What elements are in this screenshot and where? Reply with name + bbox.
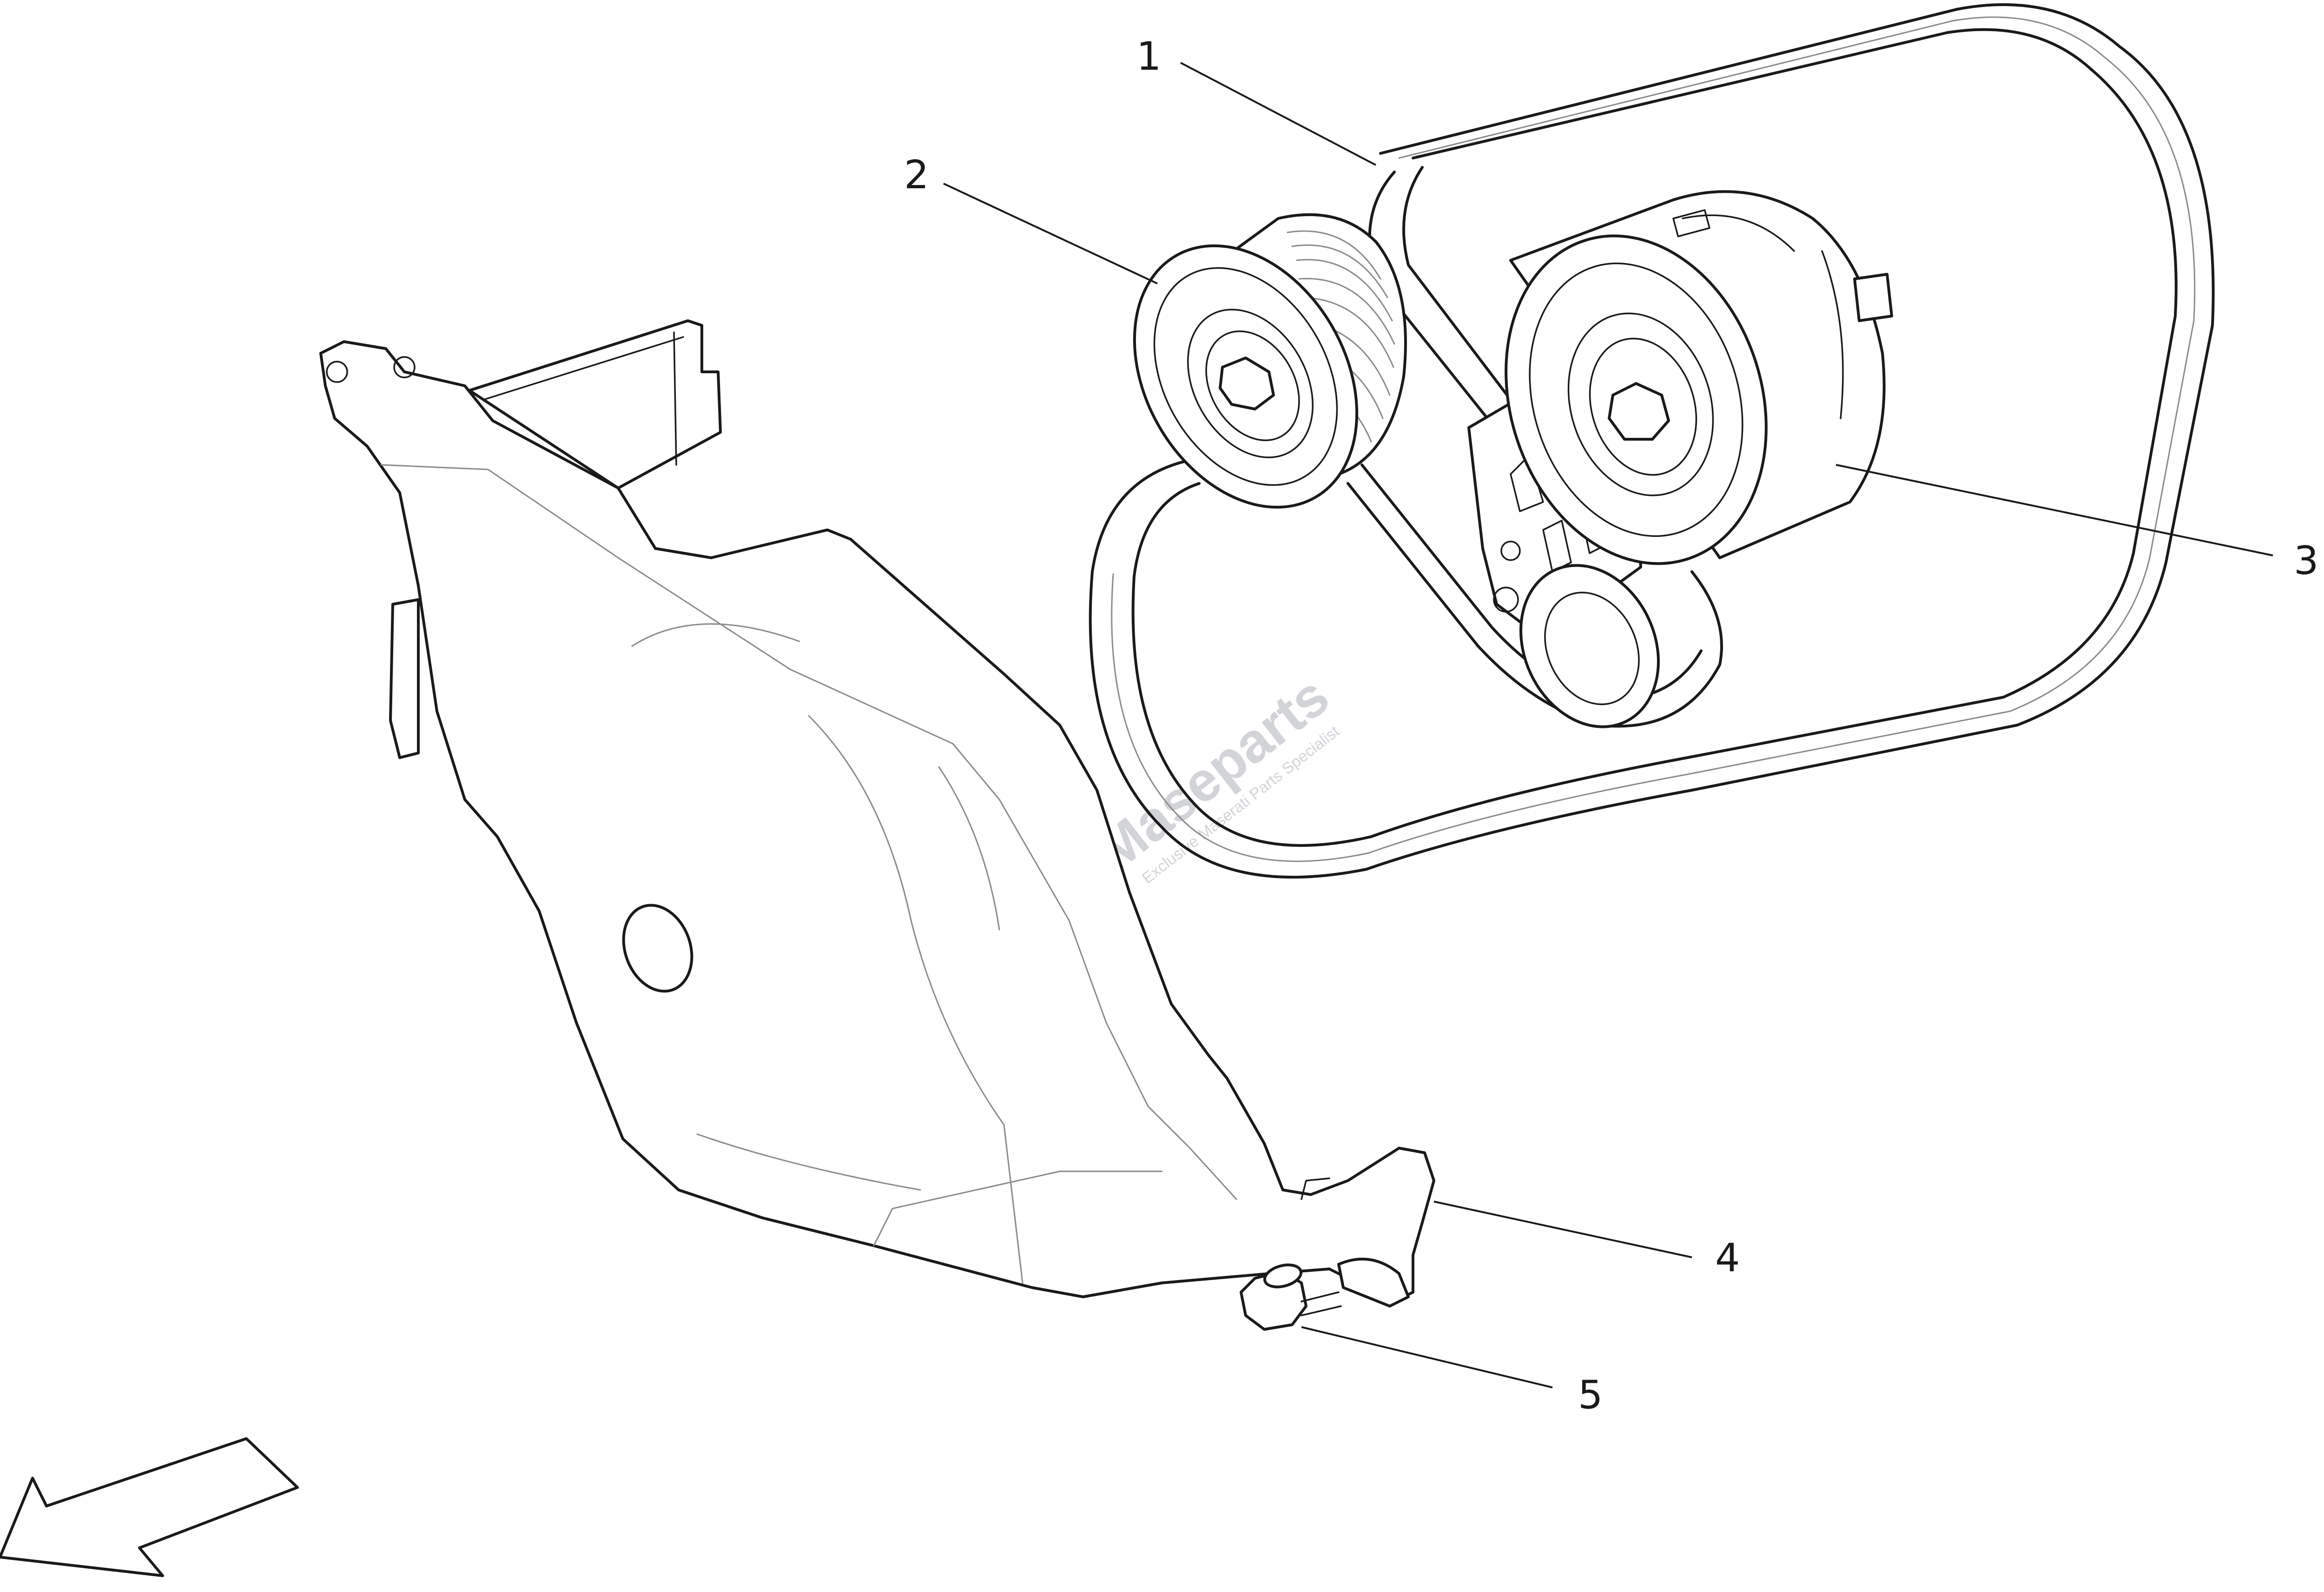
leader-line-5 xyxy=(1301,1326,1553,1388)
leader-line-4 xyxy=(1433,1201,1692,1258)
belt-guard-bracket xyxy=(319,319,1435,1308)
callout-5: 5 xyxy=(1578,1372,1603,1418)
flange-bolt xyxy=(1240,1263,1342,1331)
leader-line-1 xyxy=(1180,62,1376,166)
callout-3: 3 xyxy=(2294,538,2318,583)
callout-4: 4 xyxy=(1715,1235,1740,1281)
leader-line-3 xyxy=(1835,464,2273,556)
callouts: 1 2 3 4 5 xyxy=(904,33,2318,1418)
front-direction-arrow-icon xyxy=(0,1437,299,1577)
leader-lines xyxy=(943,62,2273,1388)
belt-tensioner-assembly xyxy=(1467,190,1893,728)
idler-pulley xyxy=(1133,213,1407,509)
leader-line-2 xyxy=(943,183,1158,284)
callout-1: 1 xyxy=(1136,33,1161,79)
callout-2: 2 xyxy=(904,152,929,198)
